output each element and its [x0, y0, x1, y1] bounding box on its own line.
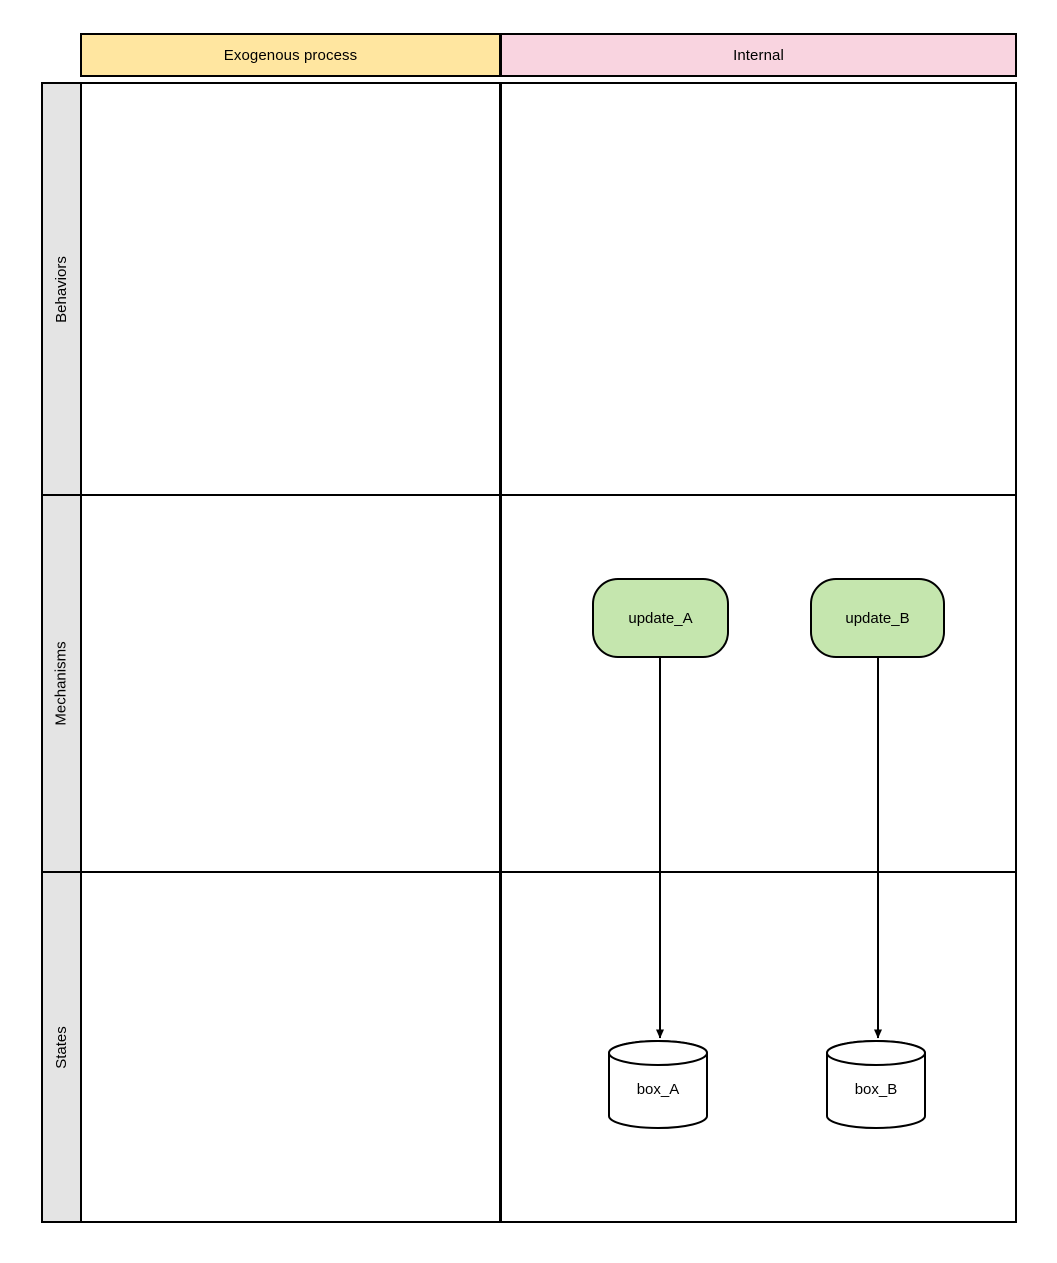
row-label-text: States: [53, 1025, 70, 1069]
node-label: box_B: [854, 1081, 898, 1098]
column-header-exogenous-process: Exogenous process: [80, 33, 501, 77]
row-label-mechanisms: Mechanisms: [41, 494, 82, 873]
cell-states-exogenous: [80, 871, 501, 1223]
cell-states-internal: [500, 871, 1017, 1223]
row-label-states: States: [41, 871, 82, 1223]
cell-behaviors-exogenous: [80, 82, 501, 496]
row-label-behaviors: Behaviors: [41, 82, 82, 496]
row-label-text: Mechanisms: [53, 641, 71, 726]
column-header-internal: Internal: [500, 33, 1017, 77]
cylinder-icon: [826, 1040, 926, 1129]
cell-mechanisms-internal: [500, 494, 1017, 873]
column-header-label: Internal: [733, 46, 784, 64]
node-update-a[interactable]: update_A: [592, 578, 729, 658]
cell-behaviors-internal: [500, 82, 1017, 496]
node-update-b[interactable]: update_B: [810, 578, 945, 658]
cylinder-icon: [608, 1040, 708, 1129]
cell-mechanisms-exogenous: [80, 494, 501, 873]
node-label: update_A: [628, 609, 693, 627]
column-header-label: Exogenous process: [223, 46, 358, 64]
node-label: box_A: [636, 1081, 680, 1098]
node-box-b[interactable]: box_B: [826, 1040, 926, 1129]
node-label: update_B: [845, 609, 910, 627]
node-box-a[interactable]: box_A: [608, 1040, 708, 1129]
row-label-text: Behaviors: [53, 255, 71, 323]
